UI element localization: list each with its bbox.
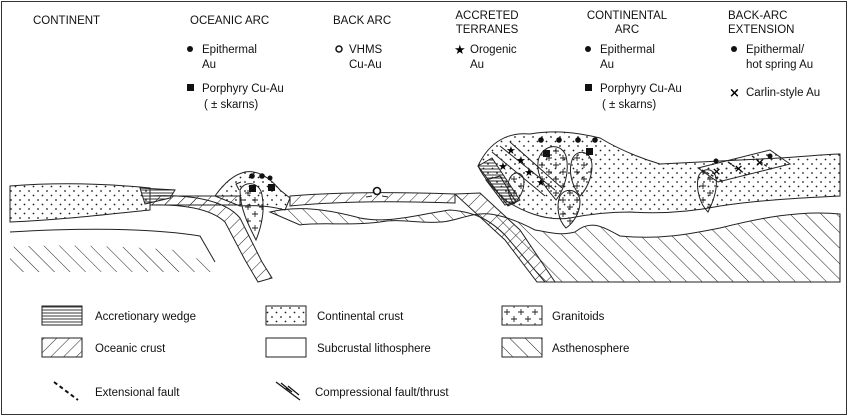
- legend-swatch-asthenosphere: [501, 337, 543, 358]
- continental-crust-left: [9, 183, 151, 223]
- setting-accreted-line1: ACCRETED: [455, 10, 518, 22]
- legend-accretionary-wedge: Accretionary wedge: [95, 311, 196, 323]
- legend-continental-crust: Continental crust: [317, 311, 404, 323]
- filled-circle-icon: [187, 46, 193, 52]
- cross-icon: ×: [734, 162, 743, 175]
- legend: Accretionary wedge Oceanic crust Contine…: [41, 305, 629, 401]
- legend-asthenosphere: Asthenosphere: [552, 343, 629, 355]
- setting-accreted-line2: TERRANES: [456, 24, 519, 36]
- cross-icon: ×: [712, 165, 721, 178]
- asthenosphere-left: [10, 245, 220, 272]
- legend-subcrustal-lithosphere: Subcrustal lithosphere: [317, 343, 431, 355]
- filled-square-icon: [249, 185, 256, 192]
- filled-circle-icon: [556, 137, 562, 143]
- backarc-oceanic-crust: [289, 192, 456, 207]
- star-icon: ★: [506, 144, 516, 157]
- accreted-orogenic-line2: Au: [470, 59, 484, 71]
- asthenosphere-right: [268, 208, 841, 283]
- legend-swatch-extensional-fault: [53, 381, 79, 401]
- filled-circle-icon: [538, 137, 544, 143]
- filled-circle-icon: [592, 137, 598, 143]
- open-circle-icon: [372, 186, 382, 196]
- filled-circle-icon: [713, 158, 719, 164]
- legend-swatch-oceanic-crust: [41, 337, 83, 358]
- backarc-vhms-line1: VHMS: [349, 44, 383, 56]
- star-icon: ★: [516, 154, 526, 167]
- legend-swatch-compressional-fault: [275, 381, 301, 401]
- filled-circle-icon: [731, 46, 737, 52]
- oceanic-epithermal-line2: Au: [202, 59, 216, 71]
- cross-section: ★ ★ ★ ★ ★ × × ×: [9, 131, 841, 283]
- filled-circle-icon: [767, 153, 773, 159]
- oceanic-porphyry-line1: Porphyry Cu-Au: [202, 83, 284, 95]
- filled-circle-icon: [249, 173, 255, 179]
- setting-continental-line1: CONTINENTAL: [587, 10, 668, 22]
- legend-swatch-accretionary-wedge: [41, 305, 83, 326]
- backarc-ext-carlin: Carlin-style Au: [746, 87, 820, 99]
- backarc-ext-epithermal-line1: Epithermal/: [746, 44, 805, 56]
- setting-backarc-ext-line2: EXTENSION: [728, 24, 794, 36]
- continental-arc-granitoid: [537, 146, 568, 201]
- legend-swatch-granitoids: [501, 305, 543, 326]
- legend-granitoids: Granitoids: [552, 311, 605, 323]
- setting-back-arc: BACK ARC: [333, 15, 391, 27]
- filled-circle-icon: [259, 173, 265, 179]
- filled-square-icon: [187, 84, 194, 91]
- oceanic-epithermal-line1: Epithermal: [202, 44, 257, 56]
- continental-epithermal-line2: Au: [600, 59, 614, 71]
- filled-circle-icon: [575, 137, 581, 143]
- setting-continental-line2: ARC: [615, 24, 639, 36]
- filled-square-icon: [268, 184, 275, 191]
- legend-compressional-fault: Compressional fault/thrust: [315, 387, 449, 399]
- filled-square-icon: [586, 148, 593, 155]
- oceanic-porphyry-line2: ( ± skarns): [204, 99, 258, 111]
- oceanic-arc-granitoid: [239, 183, 264, 242]
- accreted-orogenic-line1: Orogenic: [470, 44, 517, 56]
- continental-porphyry-line2: ( ± skarns): [602, 99, 656, 111]
- backarc-ext-epithermal-line2: hot spring Au: [746, 59, 813, 71]
- cross-icon: ×: [755, 156, 764, 169]
- open-circle-icon: [335, 45, 343, 53]
- setting-oceanic-arc: OCEANIC ARC: [190, 15, 269, 27]
- continental-porphyry-line1: Porphyry Cu-Au: [600, 83, 682, 95]
- filled-circle-icon: [585, 46, 591, 52]
- legend-swatch-continental-crust: [265, 305, 307, 326]
- setting-continent: CONTINENT: [33, 15, 100, 27]
- backarc-vhms-line2: Cu-Au: [349, 59, 382, 71]
- star-icon: ★: [524, 166, 534, 179]
- oceanic-slab-right: [453, 192, 556, 283]
- setting-backarc-ext-line1: BACK-ARC: [728, 10, 787, 22]
- star-icon: ★: [498, 160, 508, 173]
- legend-swatch-subcrustal-lithosphere: [265, 337, 307, 358]
- star-icon: ★: [536, 176, 546, 189]
- filled-circle-icon: [267, 175, 273, 181]
- accretionary-wedge-left: [139, 187, 176, 205]
- filled-square-icon: [585, 84, 592, 91]
- extensional-fault-lines: [701, 155, 773, 183]
- legend-oceanic-crust: Oceanic crust: [95, 343, 166, 355]
- continental-epithermal-line1: Epithermal: [600, 44, 655, 56]
- cross-icon: ×: [729, 86, 740, 101]
- star-icon: ★: [454, 43, 466, 58]
- legend-extensional-fault: Extensional fault: [95, 387, 180, 399]
- filled-square-icon: [543, 150, 550, 157]
